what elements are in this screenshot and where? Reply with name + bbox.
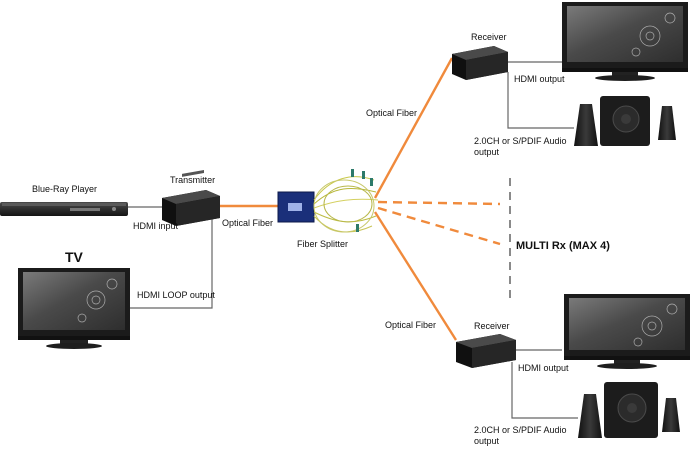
label-audio-top-1: 2.0CH or S/PDIF Audio	[474, 136, 567, 146]
label-hdmi-input: HDMI input	[133, 221, 179, 231]
label-hdmi-loop-output: HDMI LOOP output	[137, 290, 215, 300]
receiver-bottom-device	[456, 334, 516, 368]
label-fiber-splitter: Fiber Splitter	[297, 239, 348, 249]
label-optical-fiber-top: Optical Fiber	[366, 108, 417, 118]
label-optical-fiber-tx: Optical Fiber	[222, 218, 273, 228]
speakers-top	[574, 96, 676, 146]
label-receiver-top: Receiver	[471, 32, 507, 42]
cable-transmitter-to-tv	[130, 218, 213, 309]
label-audio-bottom-2: output	[474, 436, 500, 446]
fiber-splitter-to-receiver-top	[373, 57, 454, 199]
label-hdmi-output-top: HDMI output	[514, 74, 565, 84]
fiber-multi-rx-2	[377, 206, 501, 246]
label-hdmi-output-bottom: HDMI output	[518, 363, 569, 373]
speakers-bottom	[578, 382, 680, 438]
cable-receiver-top-audio	[507, 72, 574, 129]
label-receiver-bottom: Receiver	[474, 321, 510, 331]
cable-receiver-bottom-audio	[511, 362, 578, 419]
receiver-top-device	[452, 46, 508, 80]
label-transmitter: Transmitter	[170, 175, 215, 185]
label-audio-bottom-1: 2.0CH or S/PDIF Audio	[474, 425, 567, 435]
monitor-top	[562, 2, 688, 81]
label-multi-rx: MULTI Rx (MAX 4)	[516, 240, 610, 252]
hdmi-cables	[128, 61, 578, 419]
fiber-multi-rx-1	[377, 200, 501, 206]
optical-fibers	[220, 57, 501, 341]
tv-left	[18, 268, 130, 349]
bluray-player	[0, 202, 128, 216]
fiber-splitter-to-receiver-bottom	[373, 211, 458, 341]
transmitter-device	[162, 170, 220, 226]
label-audio-top-2: output	[474, 147, 500, 157]
label-tv: TV	[65, 249, 84, 265]
label-bluray: Blue-Ray Player	[32, 184, 97, 194]
fiber-splitter	[277, 169, 379, 233]
monitor-bottom	[564, 294, 690, 369]
label-optical-fiber-bottom: Optical Fiber	[385, 320, 436, 330]
